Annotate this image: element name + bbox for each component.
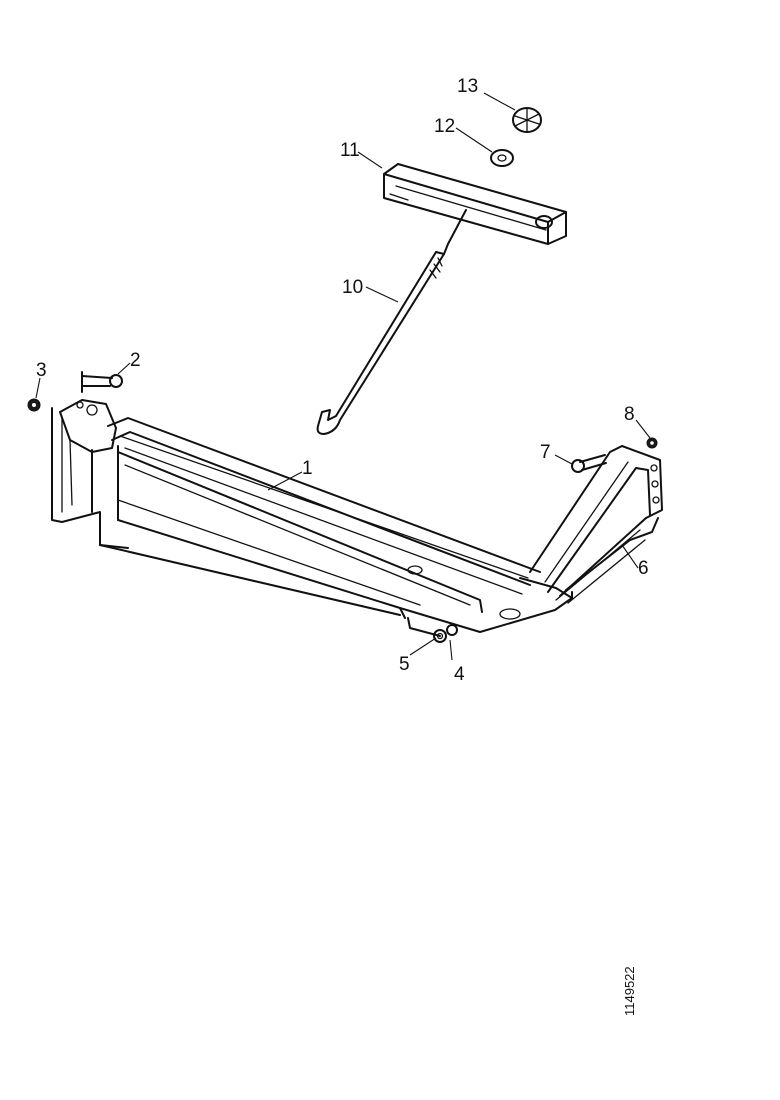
callout-10: 10 bbox=[342, 277, 363, 298]
lower-fasteners bbox=[433, 624, 458, 643]
callout-13: 13 bbox=[457, 76, 478, 97]
callout-labels: 1 2 3 4 5 6 7 8 10 11 12 13 bbox=[36, 76, 649, 685]
callout-5: 5 bbox=[399, 654, 410, 675]
right-nut bbox=[646, 437, 658, 449]
callout-2: 2 bbox=[130, 350, 141, 371]
document-number: 1149522 bbox=[622, 966, 637, 1016]
callout-4: 4 bbox=[454, 664, 465, 685]
callout-8: 8 bbox=[624, 404, 635, 425]
clamp-bar bbox=[383, 163, 567, 245]
j-rod bbox=[316, 209, 467, 435]
beam-assembly bbox=[51, 399, 663, 637]
left-nut bbox=[27, 398, 41, 412]
callout-11: 11 bbox=[340, 140, 360, 161]
left-bolt bbox=[81, 371, 123, 393]
right-bolt bbox=[571, 454, 607, 473]
washer bbox=[490, 149, 514, 167]
callout-3: 3 bbox=[36, 360, 47, 381]
callout-12: 12 bbox=[434, 116, 455, 137]
callout-1: 1 bbox=[302, 458, 313, 479]
leader-lines bbox=[35, 92, 651, 661]
callout-7: 7 bbox=[540, 442, 551, 463]
wing-knob bbox=[512, 107, 542, 133]
callout-6: 6 bbox=[638, 558, 649, 579]
